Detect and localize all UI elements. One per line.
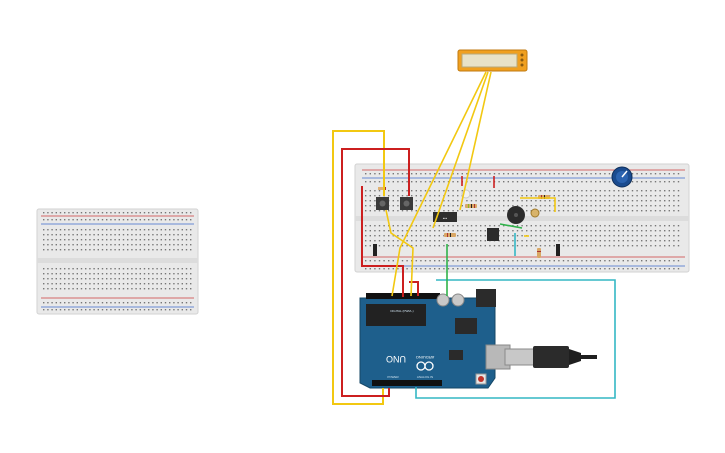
pushbutton-1[interactable] xyxy=(376,197,389,210)
digital-header-label: DIGITAL (PWM~) xyxy=(390,309,413,313)
resistor[interactable] xyxy=(537,248,541,258)
pushbutton-2[interactable] xyxy=(400,197,413,210)
reset-button-icon[interactable] xyxy=(475,373,487,385)
arduino-logo-icon xyxy=(416,361,434,371)
analog-header-label: ANALOG IN xyxy=(417,375,433,379)
usb-cable-icon[interactable] xyxy=(504,346,597,368)
board-brand-label: UNO xyxy=(386,354,406,364)
wire-red-short[interactable] xyxy=(461,176,495,188)
slide-switch-right[interactable] xyxy=(556,244,560,256)
resistor[interactable] xyxy=(465,204,477,208)
small-breadboard[interactable] xyxy=(36,208,199,315)
wire-yellow-lcd[interactable] xyxy=(385,71,556,297)
power-header-label: POWER xyxy=(387,375,399,379)
resistor[interactable] xyxy=(444,233,456,237)
board-logo-label: ARDUINO xyxy=(416,355,434,360)
transistor[interactable] xyxy=(487,228,499,241)
main-breadboard[interactable] xyxy=(354,163,690,273)
wire-green[interactable] xyxy=(446,223,523,296)
buzzer-icon[interactable] xyxy=(507,206,525,224)
potentiometer-icon[interactable] xyxy=(611,166,633,188)
svg-text:▪▪▪: ▪▪▪ xyxy=(443,216,448,221)
wire-teal[interactable] xyxy=(415,233,616,399)
photoresistor-icon[interactable] xyxy=(530,208,540,218)
arduino-uno-board[interactable]: ARDUINO UNO DIGITAL (PWM~) POWER ANALOG … xyxy=(359,289,511,389)
slide-switch-left[interactable] xyxy=(373,244,377,256)
lcd-display-icon[interactable] xyxy=(457,49,528,72)
ic-chip[interactable]: ▪▪▪ xyxy=(433,212,457,222)
wire-yellow-loop[interactable] xyxy=(332,130,385,405)
